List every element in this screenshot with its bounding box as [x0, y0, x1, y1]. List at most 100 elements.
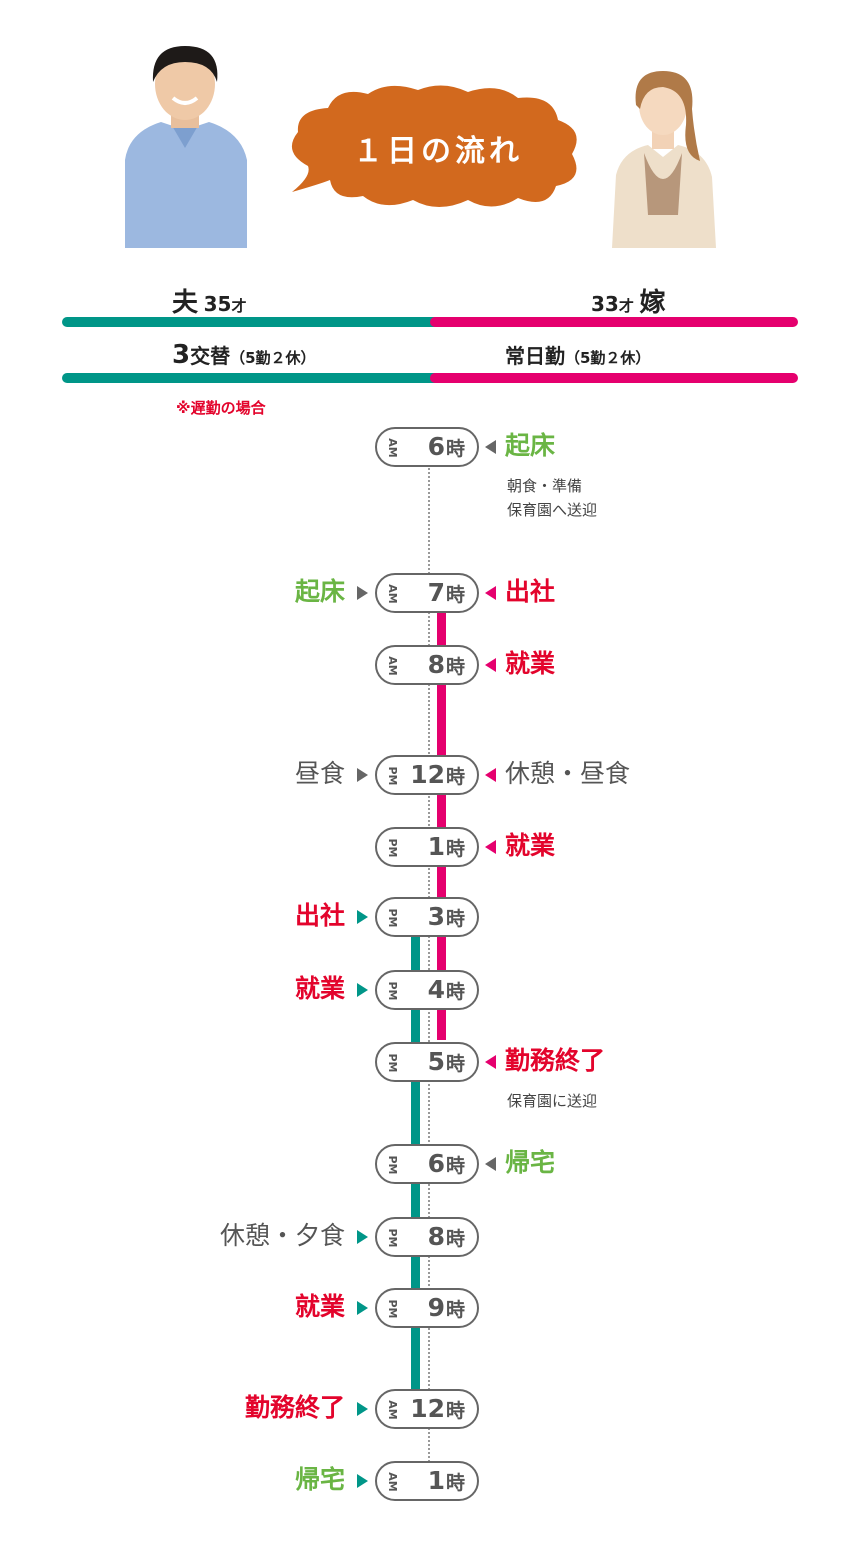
hour-number: 7 — [427, 578, 445, 607]
hour-unit: 時 — [445, 438, 465, 460]
husband-event: 帰宅 — [294, 1465, 345, 1494]
husband-shift: 3交替（5勤２休） — [172, 340, 316, 370]
wife-shift-bar — [430, 373, 798, 383]
hour-unit: 時 — [445, 656, 465, 678]
husband-arrow-icon — [357, 1402, 368, 1416]
wife-work-line — [437, 610, 446, 1040]
husband-arrow-icon — [357, 1474, 368, 1488]
time-marker: PM 12時 — [375, 755, 479, 795]
ampm-label: PM — [386, 1299, 399, 1319]
time-marker: AM 1時 — [375, 1461, 479, 1501]
husband-event: 就業 — [294, 1292, 345, 1321]
ampm-label: PM — [386, 1228, 399, 1248]
late-shift-note: ※遅勤の場合 — [176, 399, 266, 417]
hour-number: 1 — [427, 1466, 445, 1495]
ampm-label: PM — [386, 838, 399, 858]
time-marker: PM 5時 — [375, 1042, 479, 1082]
hour-label: 5時 — [428, 1047, 465, 1076]
ampm-label: PM — [386, 766, 399, 786]
hour-label: 1時 — [428, 832, 465, 861]
wife-event: 起床 — [505, 431, 556, 460]
hour-number: 9 — [427, 1293, 445, 1322]
hour-number: 3 — [427, 902, 445, 931]
time-marker: AM 8時 — [375, 645, 479, 685]
ampm-label: PM — [386, 1053, 399, 1073]
husband-event: 勤務終了 — [244, 1393, 345, 1422]
wife-arrow-icon — [485, 768, 496, 782]
wife-arrow-icon — [485, 1055, 496, 1069]
ampm-label: PM — [386, 1155, 399, 1175]
time-marker: AM 6時 — [375, 427, 479, 467]
husband-photo — [125, 46, 247, 248]
ampm-label: AM — [386, 1472, 399, 1492]
title: １日の流れ — [353, 134, 523, 169]
wife-event: 就業 — [505, 649, 556, 678]
hour-number: 5 — [427, 1047, 445, 1076]
wife-event-detail-line: 保育園に送迎 — [507, 1092, 598, 1110]
time-marker: AM 12時 — [375, 1389, 479, 1429]
wife-shift: 常日勤（5勤２休） — [505, 344, 651, 368]
wife-event: 就業 — [505, 831, 556, 860]
hour-number: 1 — [427, 832, 445, 861]
wife-arrow-icon — [485, 1157, 496, 1171]
husband-arrow-icon — [357, 1301, 368, 1315]
wife-arrow-icon — [485, 440, 496, 454]
hour-unit: 時 — [445, 1472, 465, 1494]
ampm-label: AM — [386, 656, 399, 676]
ampm-label: PM — [386, 981, 399, 1001]
hour-number: 8 — [427, 1222, 445, 1251]
husband-age: 夫 35才 — [172, 288, 247, 318]
hour-unit: 時 — [445, 1299, 465, 1321]
wife-event: 勤務終了 — [505, 1046, 606, 1075]
hour-unit: 時 — [445, 838, 465, 860]
husband-bar — [62, 317, 442, 327]
time-marker: AM 7時 — [375, 573, 479, 613]
hour-unit: 時 — [445, 1228, 465, 1250]
hour-unit: 時 — [445, 981, 465, 1003]
husband-arrow-icon — [357, 983, 368, 997]
hour-unit: 時 — [445, 908, 465, 930]
wife-arrow-icon — [485, 658, 496, 672]
ampm-label: AM — [386, 438, 399, 458]
husband-event: 就業 — [294, 974, 345, 1003]
husband-arrow-icon — [357, 768, 368, 782]
hour-label: 4時 — [428, 975, 465, 1004]
hour-unit: 時 — [445, 1053, 465, 1075]
hour-number: 8 — [427, 650, 445, 679]
ampm-label: PM — [386, 908, 399, 928]
wife-event-detail-line: 保育園へ送迎 — [507, 501, 598, 519]
hour-label: 1時 — [428, 1466, 465, 1495]
hour-number: 6 — [427, 1149, 445, 1178]
hour-number: 4 — [427, 975, 445, 1004]
hour-label: 12時 — [410, 760, 465, 789]
time-marker: PM 1時 — [375, 827, 479, 867]
wife-arrow-icon — [485, 586, 496, 600]
wife-bar — [430, 317, 798, 327]
hour-label: 12時 — [410, 1394, 465, 1423]
time-marker: PM 3時 — [375, 897, 479, 937]
hour-number: 6 — [427, 432, 445, 461]
time-marker: PM 9時 — [375, 1288, 479, 1328]
husband-arrow-icon — [357, 586, 368, 600]
husband-event: 出社 — [294, 901, 345, 930]
ampm-label: AM — [386, 1400, 399, 1420]
husband-event: 起床 — [294, 577, 345, 606]
hour-unit: 時 — [445, 1400, 465, 1422]
hour-label: 8時 — [428, 1222, 465, 1251]
husband-arrow-icon — [357, 1230, 368, 1244]
hour-label: 9時 — [428, 1293, 465, 1322]
hour-label: 6時 — [428, 1149, 465, 1178]
hour-label: 8時 — [428, 650, 465, 679]
hour-label: 3時 — [428, 902, 465, 931]
wife-event-detail: 保育園に送迎 — [507, 1089, 597, 1113]
wife-event: 休憩・昼食 — [505, 759, 631, 788]
wife-event: 出社 — [505, 577, 556, 606]
title-bubble — [291, 85, 577, 207]
wife-arrow-icon — [485, 840, 496, 854]
hour-label: 7時 — [428, 578, 465, 607]
hour-label: 6時 — [428, 432, 465, 461]
husband-shift-bar — [62, 373, 442, 383]
hour-unit: 時 — [445, 584, 465, 606]
ampm-label: AM — [386, 584, 399, 604]
time-marker: PM 8時 — [375, 1217, 479, 1257]
